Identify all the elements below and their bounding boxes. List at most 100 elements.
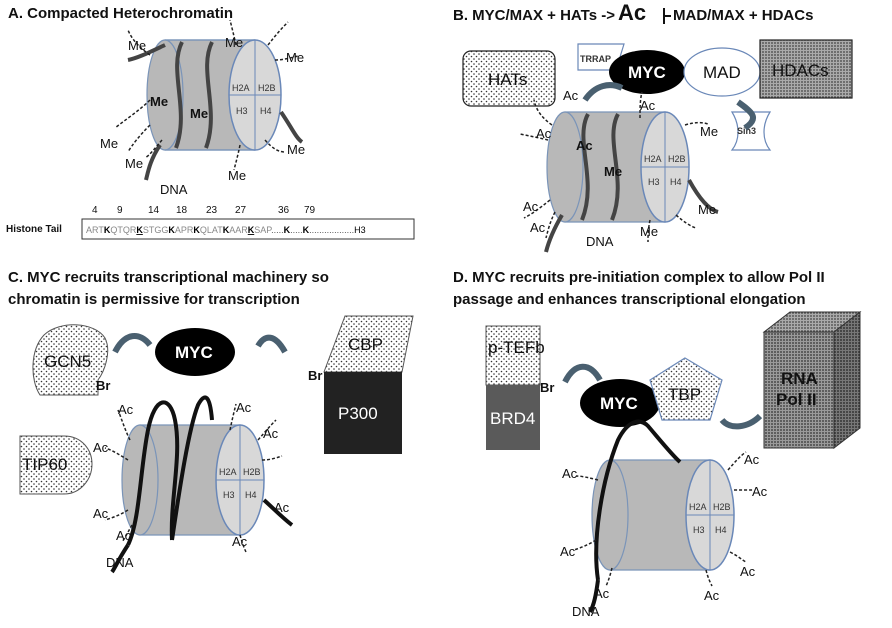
me-marks-a <box>114 19 299 171</box>
ac-label: Ac <box>93 506 109 521</box>
ac-label: Ac <box>752 484 768 499</box>
myc-label-c: MYC <box>175 343 213 362</box>
ac-marks-d <box>573 451 754 587</box>
me-label: Me <box>150 94 168 109</box>
ac-label: Ac <box>236 400 252 415</box>
hdacs-label: HDACs <box>772 61 829 80</box>
brd4-label: BRD4 <box>490 409 535 428</box>
histone-h2a-b: H2A <box>644 154 662 164</box>
arrow-myc-hats <box>582 82 624 102</box>
ac-label: Ac <box>744 452 760 467</box>
histone-h2a-d: H2A <box>689 502 707 512</box>
histone-h3-b: H3 <box>648 177 660 187</box>
brd4-box <box>486 385 540 450</box>
ac-label: Ac <box>562 466 578 481</box>
position-36: 36 <box>278 205 290 216</box>
myc-label-d: MYC <box>600 394 638 413</box>
histone-tail: Histone Tail 4 9 14 18 23 27 36 79 ARTKQ… <box>6 205 415 240</box>
sin3-label: Sin3 <box>737 126 756 136</box>
me-label: Me <box>100 136 118 151</box>
dna-label-b: DNA <box>586 234 614 249</box>
arrow-brd4-myc <box>562 363 603 384</box>
nucleosome-d: H2A H2B H3 H4 <box>588 419 735 613</box>
panel-c: C. MYC recruits transcriptional machiner… <box>8 269 414 574</box>
panel-d: D. MYC recruits pre-initiation complex t… <box>453 269 862 619</box>
tip60-shape <box>19 435 93 495</box>
histone-h2b-b: H2B <box>668 154 686 164</box>
ac-label: Ac <box>274 500 290 515</box>
histone-sequence: ARTKQTQRKSTGGKAPRKQLATKAARKSAP.....K....… <box>86 225 366 235</box>
ac-label: Ac <box>116 528 132 543</box>
myc-oval-b <box>609 50 685 94</box>
arrow-gcn5-myc <box>112 333 153 354</box>
panel-c-title-2: chromatin is permissive for transcriptio… <box>8 291 300 308</box>
me-label: Me <box>228 168 246 183</box>
ac-label: Ac <box>530 220 546 235</box>
position-14: 14 <box>148 205 160 216</box>
sin3-shape <box>730 111 772 151</box>
me-label: Me <box>604 164 622 179</box>
ac-marks-c <box>104 403 283 553</box>
dna-label-c: DNA <box>106 555 134 570</box>
br-label: Br <box>540 380 554 395</box>
histone-h4-b: H4 <box>670 177 682 187</box>
me-label: Me <box>700 124 718 139</box>
mad-label: MAD <box>703 63 741 82</box>
myc-label-b: MYC <box>628 63 666 82</box>
histone-tail-label: Histone Tail <box>6 224 62 235</box>
me-label: Me <box>698 202 716 217</box>
me-label: Me <box>125 156 143 171</box>
position-79: 79 <box>304 205 316 216</box>
arrow-cbp-myc <box>255 334 288 354</box>
hdacs-box <box>759 39 853 99</box>
position-18: 18 <box>176 205 188 216</box>
nucleosome-c: H2A H2B H3 H4 <box>110 395 294 574</box>
ac-label: Ac <box>563 88 579 103</box>
me-label: Me <box>128 38 146 53</box>
panel-b-title-rest: MAD/MAX + HDACs <box>673 7 813 24</box>
arrow-pol-tbp <box>719 413 763 430</box>
histone-h3-c: H3 <box>223 490 235 500</box>
position-9: 9 <box>117 205 123 216</box>
ac-label: Ac <box>118 402 134 417</box>
ac-label: Ac <box>640 98 656 113</box>
rna-pol-ii-cube: RNA Pol II <box>762 310 862 450</box>
histone-h2a-a: H2A <box>232 83 250 93</box>
gcn5-shape <box>32 324 109 396</box>
me-label: Me <box>190 106 208 121</box>
panel-b-title: B. MYC/MAX + HATs ->Ac <box>453 0 646 25</box>
tbp-label: TBP <box>668 385 701 404</box>
histone-h2b-c: H2B <box>243 467 261 477</box>
histone-h4-a: H4 <box>260 106 272 116</box>
hats-label: HATs <box>488 70 527 89</box>
me-label: Me <box>287 142 305 157</box>
p300-label: P300 <box>338 404 378 423</box>
hats-box <box>462 50 556 107</box>
ac-label: Ac <box>536 126 552 141</box>
dna-label-a: DNA <box>160 182 188 197</box>
histone-h2b-a: H2B <box>258 83 276 93</box>
rna-pol-label-2: Pol II <box>776 390 817 409</box>
position-23: 23 <box>206 205 218 216</box>
gcn5-label: GCN5 <box>44 352 91 371</box>
me-label: Me <box>286 50 304 65</box>
myc-oval-c <box>155 328 235 376</box>
ac-label: Ac <box>576 138 593 153</box>
ac-label: Ac <box>560 544 576 559</box>
me-label: Me <box>225 35 243 50</box>
histone-h4-c: H4 <box>245 490 257 500</box>
histone-h3-d: H3 <box>693 525 705 535</box>
myc-oval-d <box>580 379 660 427</box>
ptefb-label: p-TEFb <box>488 338 545 357</box>
panel-a-title: A. Compacted Heterochromatin <box>8 5 233 22</box>
ac-label: Ac <box>523 199 539 214</box>
tbp-shape <box>649 357 723 421</box>
br-label: Br <box>96 378 110 393</box>
ac-label: Ac <box>232 534 248 549</box>
tip60-label: TIP60 <box>22 455 67 474</box>
cbp-label: CBP <box>348 335 383 354</box>
panel-b: B. MYC/MAX + HATs ->Ac MAD/MAX + HDACs H… <box>453 0 853 253</box>
ac-label: Ac <box>704 588 720 603</box>
